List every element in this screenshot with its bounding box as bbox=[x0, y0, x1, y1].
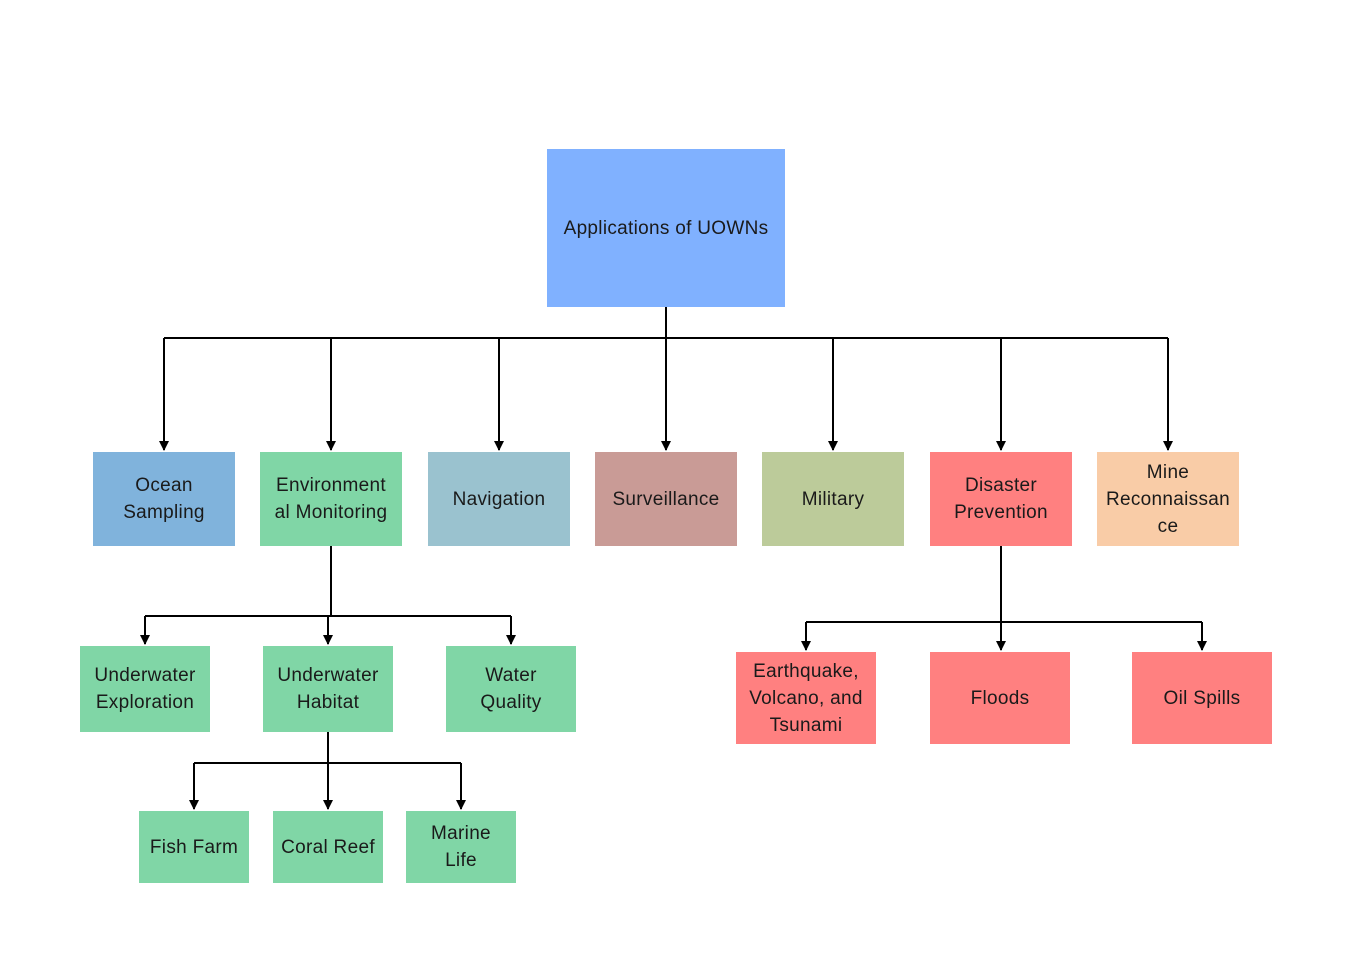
node-label: Navigation bbox=[452, 488, 546, 510]
node-applications-of-uowns: Applications of UOWNs bbox=[547, 149, 785, 307]
node-ocean-sampling: Ocean Sampling bbox=[93, 452, 235, 546]
node-label: Ocean Sampling bbox=[123, 475, 205, 523]
node-environmental-monitoring: Environment al Monitoring bbox=[260, 452, 402, 546]
node-label: Fish Farm bbox=[149, 836, 239, 858]
node-label: Mine Reconnaissan ce bbox=[1105, 461, 1230, 537]
node-coral-reef: Coral Reef bbox=[273, 811, 383, 883]
node-floods: Floods bbox=[930, 652, 1070, 744]
node-label: Marine Life bbox=[431, 823, 491, 871]
node-military: Military bbox=[762, 452, 904, 546]
node-label: Applications of UOWNs bbox=[563, 217, 769, 239]
node-label: Earthquake, Volcano, and Tsunami bbox=[749, 660, 863, 736]
node-label: Environment al Monitoring bbox=[274, 475, 388, 523]
node-underwater-habitat: Underwater Habitat bbox=[263, 646, 393, 732]
node-label: Water Quality bbox=[480, 665, 542, 713]
node-marine-life: Marine Life bbox=[406, 811, 516, 883]
node-disaster-prevention: Disaster Prevention bbox=[930, 452, 1072, 546]
node-label: Underwater Habitat bbox=[277, 665, 379, 713]
node-label: Disaster Prevention bbox=[954, 475, 1048, 523]
node-earthquake-volcano-tsunami: Earthquake, Volcano, and Tsunami bbox=[736, 652, 876, 744]
node-surveillance: Surveillance bbox=[595, 452, 737, 546]
node-label: Military bbox=[801, 488, 865, 510]
node-underwater-exploration: Underwater Exploration bbox=[80, 646, 210, 732]
node-label: Underwater Exploration bbox=[94, 665, 196, 713]
node-label: Floods bbox=[970, 687, 1030, 709]
node-label: Oil Spills bbox=[1163, 687, 1241, 709]
node-label: Surveillance bbox=[612, 488, 720, 510]
node-mine-reconnaissance: Mine Reconnaissan ce bbox=[1097, 452, 1239, 546]
node-fish-farm: Fish Farm bbox=[139, 811, 249, 883]
node-label: Coral Reef bbox=[281, 836, 375, 858]
node-navigation: Navigation bbox=[428, 452, 570, 546]
node-water-quality: Water Quality bbox=[446, 646, 576, 732]
node-oil-spills: Oil Spills bbox=[1132, 652, 1272, 744]
